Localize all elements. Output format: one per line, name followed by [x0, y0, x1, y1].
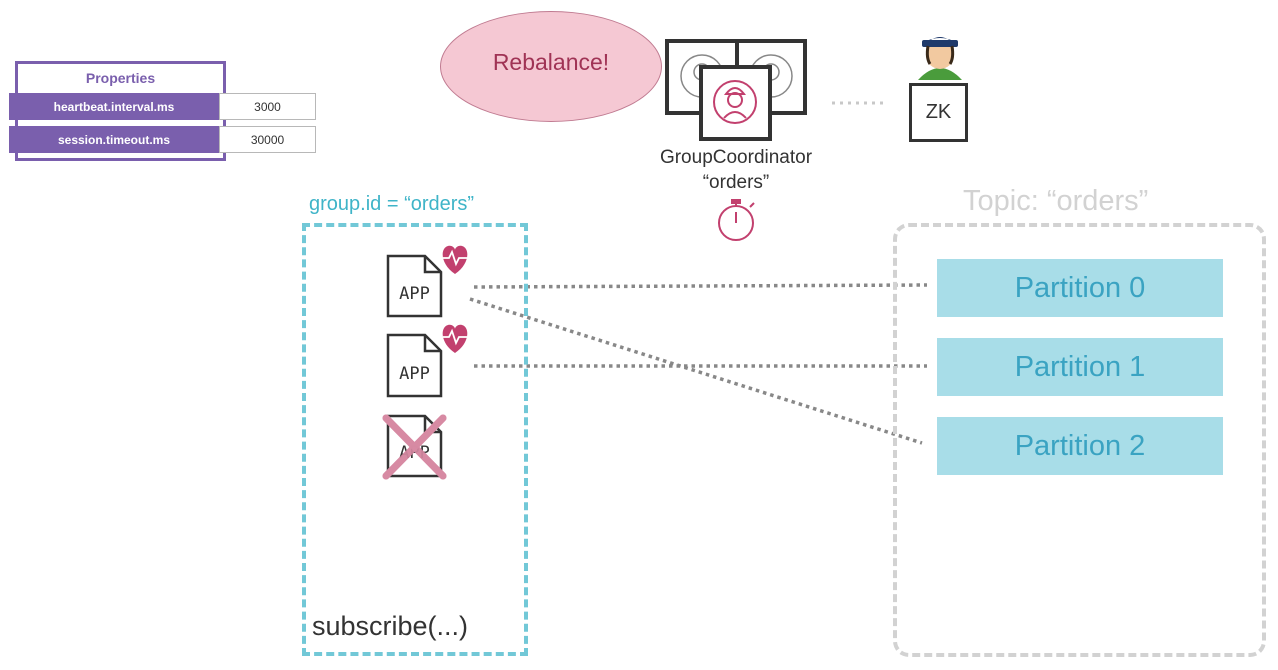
- stopwatch-icon: [718, 199, 755, 241]
- subscribe-label: subscribe(...): [312, 611, 469, 641]
- partition-0: Partition 0: [937, 259, 1223, 317]
- property-value: 3000: [219, 93, 316, 120]
- heartbeat-heart-icon: [442, 245, 468, 274]
- property-key: heartbeat.interval.ms: [9, 93, 219, 120]
- assignment-line: [473, 283, 928, 289]
- consumer-group-box: [302, 223, 528, 656]
- properties-title: Properties: [85, 70, 156, 86]
- app-label: APP: [399, 284, 430, 304]
- partition-2: Partition 2: [937, 417, 1223, 475]
- group-id-label: group.id = “orders”: [309, 193, 475, 215]
- partition-1: Partition 1: [937, 338, 1223, 396]
- coordinator-label: GroupCoordinator: [659, 147, 813, 168]
- topic-box: [893, 223, 1266, 657]
- heartbeat-heart-icon: [442, 324, 468, 353]
- property-value: 30000: [219, 126, 316, 153]
- zookeeper-box: ZK: [909, 83, 968, 142]
- app-file-icon: [386, 333, 443, 398]
- property-key: session.timeout.ms: [9, 126, 219, 153]
- app-label: APP: [399, 364, 430, 384]
- group-coordinator-icon: [699, 65, 772, 141]
- app-file-icon: [386, 254, 443, 318]
- coordinator-group-label: “orders”: [702, 172, 770, 193]
- rebalance-bubble: Rebalance!: [440, 11, 662, 122]
- zookeeper-avatar-icon: [918, 37, 962, 80]
- topic-label: Topic: “orders”: [963, 185, 1149, 217]
